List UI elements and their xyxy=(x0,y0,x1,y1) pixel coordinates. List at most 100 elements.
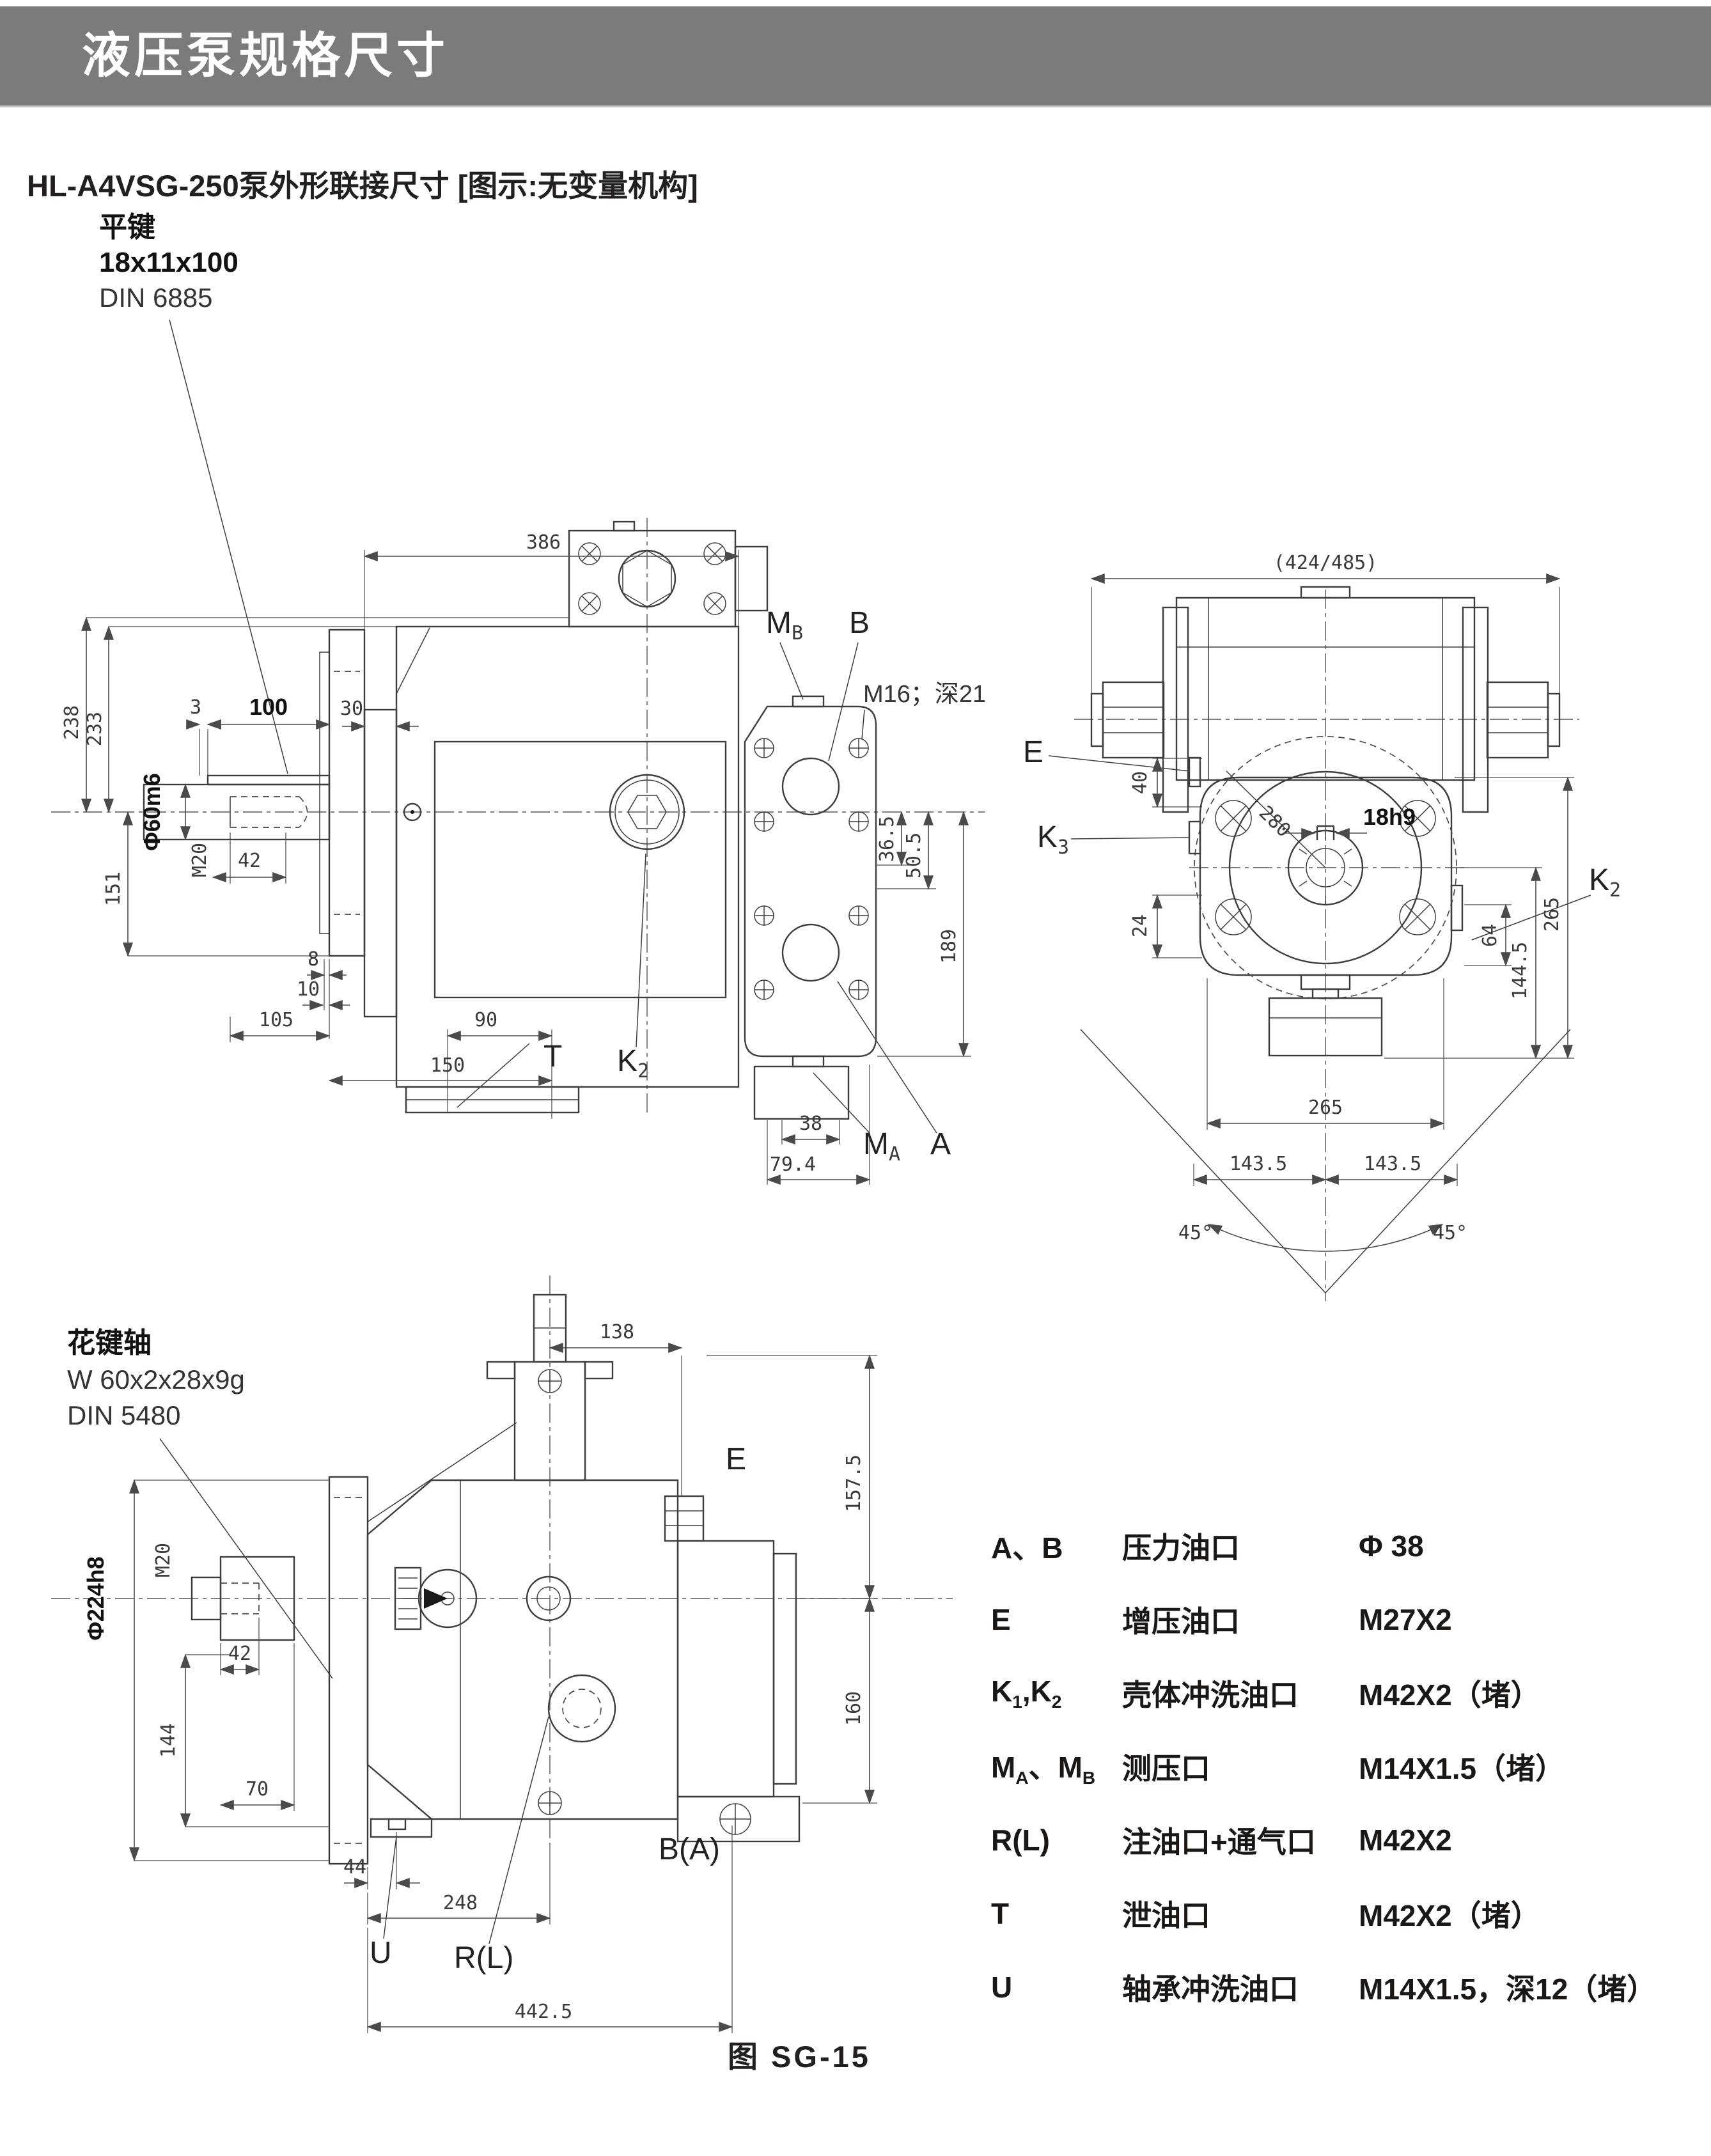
port-label-k3: K3 xyxy=(1037,820,1069,859)
port-spec: M42X2（堵） xyxy=(1359,1678,1540,1712)
drawing-subtitle: HL-A4VSG-250泵外形联接尺寸 [图示:无变量机构] xyxy=(27,169,698,203)
dim-total-width: (424/485) xyxy=(1274,552,1378,574)
spline-note-line2: W 60x2x28x9g xyxy=(67,1364,245,1394)
dim-44: 44 xyxy=(343,1856,366,1879)
dim-90: 90 xyxy=(474,1009,497,1031)
bolt-holes xyxy=(754,738,869,1000)
key-note-line1: 平键 xyxy=(99,212,155,243)
port-spec: M14X1.5，深12（堵） xyxy=(1359,1972,1657,2006)
port-symbol: U xyxy=(991,1970,1013,2004)
port-name: 压力油口 xyxy=(1122,1531,1240,1565)
dim-24: 24 xyxy=(1129,914,1152,937)
port-spec: M42X2（堵） xyxy=(1359,1898,1540,1932)
dim-144-5: 144.5 xyxy=(1509,942,1531,999)
dim-50-5: 50.5 xyxy=(903,832,925,879)
table-row: K1,K2 壳体冲洗油口 M42X2（堵） xyxy=(991,1656,1669,1730)
port-label-t: T xyxy=(543,1040,562,1074)
page-title: 液压泵规格尺寸 xyxy=(82,29,449,83)
port-label-k2: K2 xyxy=(1589,863,1621,902)
flange-bolt-holes xyxy=(1215,800,1436,935)
port-spec: M42X2 xyxy=(1359,1823,1452,1857)
end-view-drawing: 280 18h9 (424/485) E K3 40 24 K2 64 144.… xyxy=(1023,552,1621,1301)
port-label-b: B xyxy=(849,606,870,640)
port-symbol: R(L) xyxy=(991,1823,1050,1857)
port-label-ba: B(A) xyxy=(659,1832,720,1866)
dim-42-spline: 42 xyxy=(228,1643,251,1665)
port-name: 注油口+通气口 xyxy=(1122,1825,1316,1859)
dim-m20-spline: M20 xyxy=(152,1543,175,1577)
side-view-drawing: 平键 18x11x100 DIN 6885 386 30 238 233 151… xyxy=(51,212,986,1185)
port-name: 泄油口 xyxy=(1122,1898,1210,1932)
dim-144: 144 xyxy=(157,1723,180,1758)
port-label-mb: MB xyxy=(766,606,803,644)
dim-280: 280 xyxy=(1254,802,1295,842)
dim-shaft-dia-224: Φ224h8 xyxy=(82,1556,109,1641)
dim-18h9: 18h9 xyxy=(1363,804,1416,830)
port-name: 壳体冲洗油口 xyxy=(1122,1678,1299,1712)
port-label-u: U xyxy=(370,1936,392,1970)
dim-m20: M20 xyxy=(189,843,211,877)
dim-157-5: 157.5 xyxy=(843,1455,865,1512)
dim-8: 8 xyxy=(308,948,319,971)
port-symbol: A、B xyxy=(991,1531,1063,1565)
port-label-rl: R(L) xyxy=(454,1941,513,1975)
key-note-line3: DIN 6885 xyxy=(99,283,212,313)
spline-note-line3: DIN 5480 xyxy=(67,1400,180,1430)
port-label-e: E xyxy=(1023,735,1043,769)
table-row: U 轴承冲洗油口 M14X1.5，深12（堵） xyxy=(991,1950,1669,2024)
port-label-k2: K2 xyxy=(617,1044,649,1082)
table-row: T 泄油口 M42X2（堵） xyxy=(991,1877,1669,1950)
port-name: 轴承冲洗油口 xyxy=(1122,1972,1299,2006)
port-spec: M14X1.5（堵） xyxy=(1359,1751,1565,1785)
dim-45-right: 45° xyxy=(1433,1222,1467,1244)
dim-238: 238 xyxy=(61,705,83,740)
top-view-drawing: 花键轴 W 60x2x28x9g DIN 5480 xyxy=(51,1276,953,2033)
dim-386: 386 xyxy=(526,531,561,554)
dim-265-bottom: 265 xyxy=(1308,1097,1343,1119)
dim-138: 138 xyxy=(600,1321,634,1343)
port-spec: Φ 38 xyxy=(1359,1529,1424,1563)
key-note-line2: 18x11x100 xyxy=(99,247,238,278)
dim-151: 151 xyxy=(102,871,125,906)
dim-442-5: 442.5 xyxy=(515,2001,572,2023)
dim-265-right: 265 xyxy=(1541,897,1563,932)
header-bar: 液压泵规格尺寸 xyxy=(0,6,1711,107)
dim-45-left: 45° xyxy=(1178,1222,1213,1244)
note-m16: M16；深21 xyxy=(863,681,986,708)
dim-79-4: 79.4 xyxy=(770,1153,816,1176)
dim-3: 3 xyxy=(190,696,201,719)
port-name: 增压油口 xyxy=(1122,1604,1240,1638)
table-row: R(L) 注油口+通气口 M42X2 xyxy=(991,1803,1669,1877)
dim-189: 189 xyxy=(938,929,960,964)
figure-caption: 图 SG-15 xyxy=(728,2040,871,2074)
port-label-a: A xyxy=(930,1127,951,1161)
dim-38: 38 xyxy=(799,1113,822,1135)
table-row: MA、MB 测压口 M14X1.5（堵） xyxy=(991,1730,1669,1803)
dim-30: 30 xyxy=(340,698,363,720)
port-symbol: T xyxy=(991,1896,1010,1930)
dim-105: 105 xyxy=(259,1009,293,1031)
dim-36-5: 36.5 xyxy=(876,816,898,862)
port-symbol: K1,K2 xyxy=(991,1674,1062,1712)
port-spec: M27X2 xyxy=(1359,1602,1452,1636)
dim-64: 64 xyxy=(1479,924,1501,947)
dim-40: 40 xyxy=(1129,771,1152,794)
dim-233: 233 xyxy=(84,712,106,746)
dim-42: 42 xyxy=(238,850,261,872)
spline-note-line1: 花键轴 xyxy=(67,1327,152,1359)
dim-160: 160 xyxy=(843,1691,865,1726)
port-label-e-top: E xyxy=(726,1442,746,1476)
port-name: 测压口 xyxy=(1122,1751,1210,1785)
dim-248: 248 xyxy=(443,1892,478,1914)
table-row: E 增压油口 M27X2 xyxy=(991,1582,1669,1656)
dim-143-5-left: 143.5 xyxy=(1230,1153,1287,1175)
dim-150: 150 xyxy=(430,1054,465,1077)
table-row: A、B 压力油口 Φ 38 xyxy=(991,1509,1669,1582)
dim-70: 70 xyxy=(246,1778,269,1801)
dim-10: 10 xyxy=(297,978,320,1001)
port-symbol: MA、MB xyxy=(991,1751,1096,1788)
port-symbol: E xyxy=(991,1602,1011,1636)
